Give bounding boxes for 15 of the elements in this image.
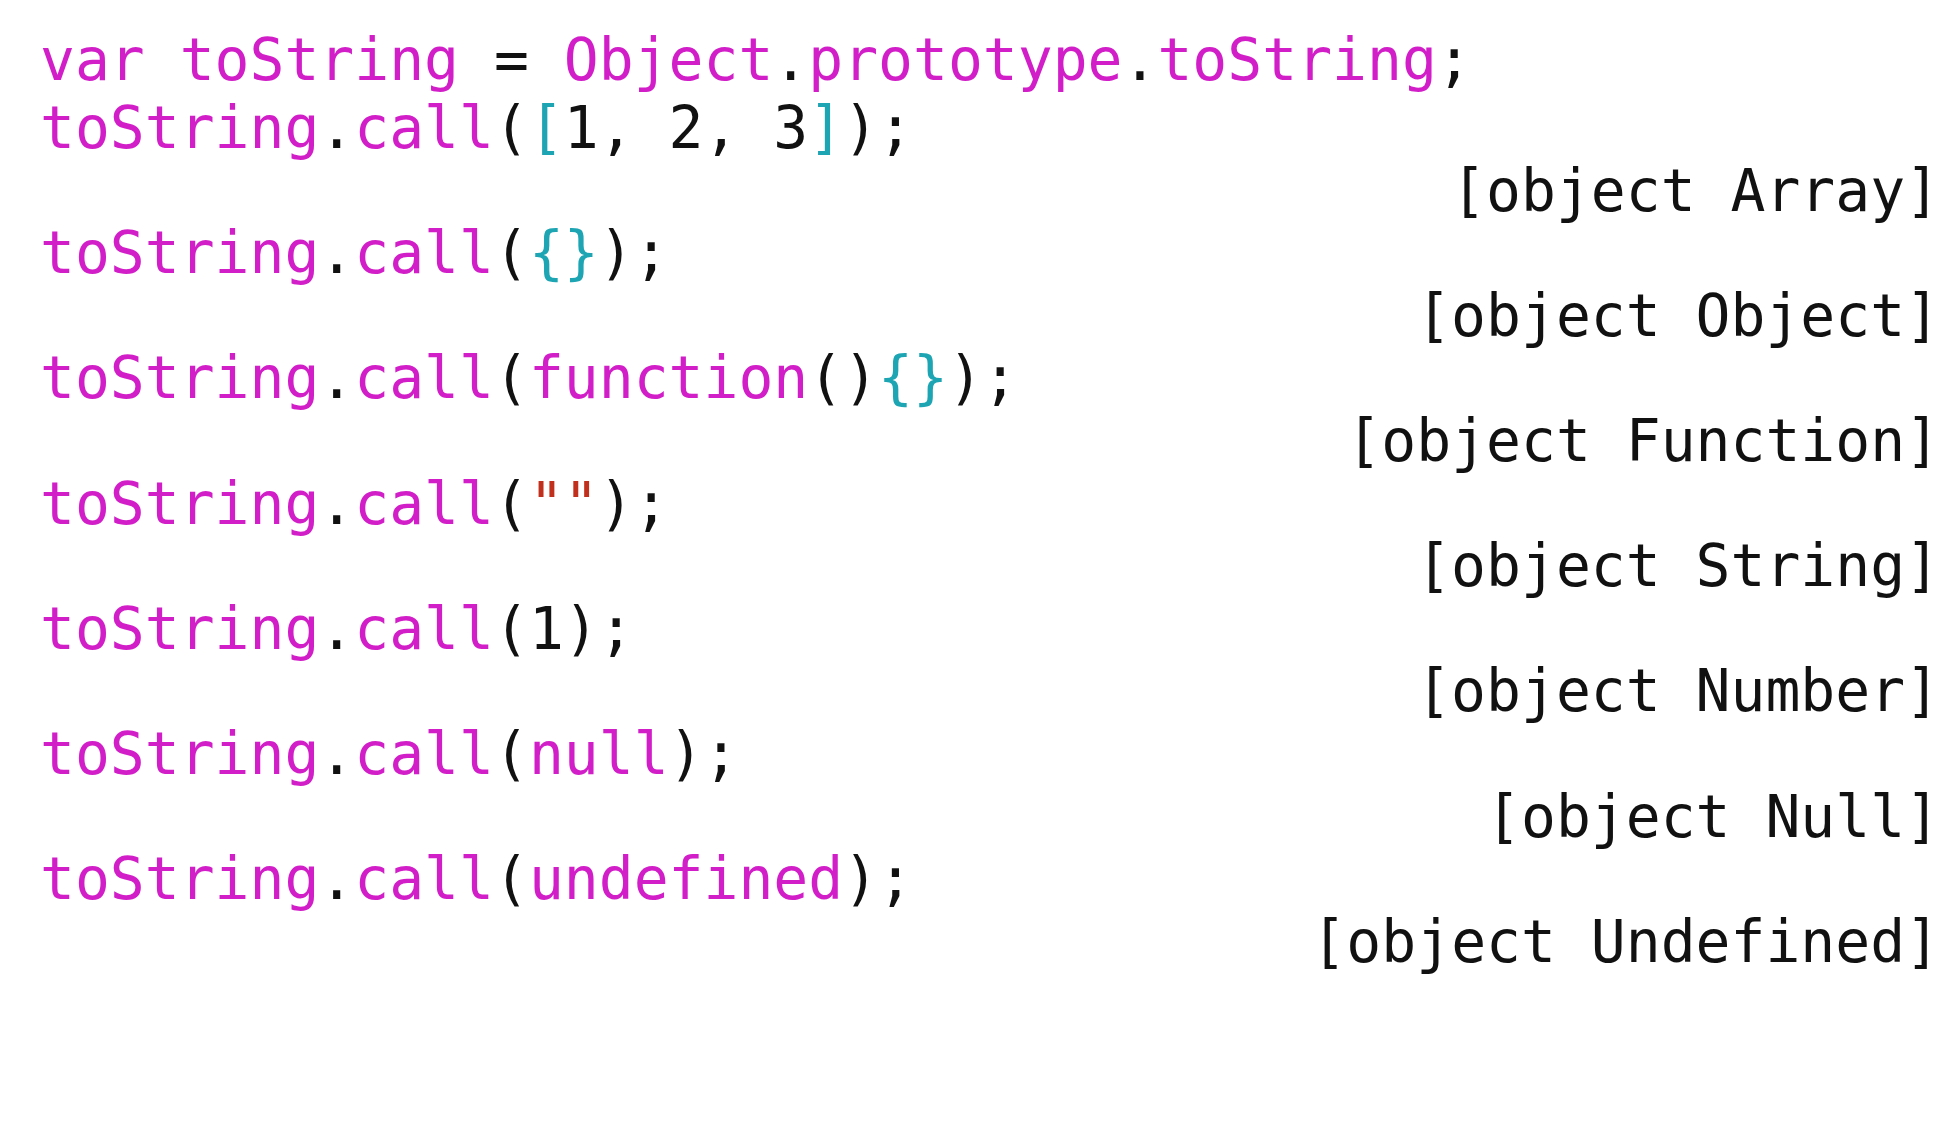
- output-text: [object String]: [1416, 531, 1940, 602]
- code-line: toString.call(1);: [40, 593, 634, 664]
- code-line: toString.call([1, 2, 3]);: [40, 93, 913, 163]
- code-line: toString.call({});: [40, 218, 669, 289]
- output-text: [object Undefined]: [1311, 906, 1940, 977]
- code-line: toString.call(function(){});: [40, 343, 1018, 414]
- code-line: toString.call(null);: [40, 719, 739, 789]
- output-text: [object Object]: [1416, 280, 1940, 351]
- output-text: [object Function]: [1346, 406, 1940, 476]
- code-line: toString.call(undefined);: [40, 844, 913, 915]
- code-line: toString.call("");: [40, 468, 669, 539]
- output-text: [object Array]: [1451, 155, 1940, 226]
- code-line: var toString = Object.prototype.toString;: [40, 25, 1472, 95]
- output-text: [object Number]: [1416, 656, 1940, 727]
- output-text: [object Null]: [1486, 781, 1940, 852]
